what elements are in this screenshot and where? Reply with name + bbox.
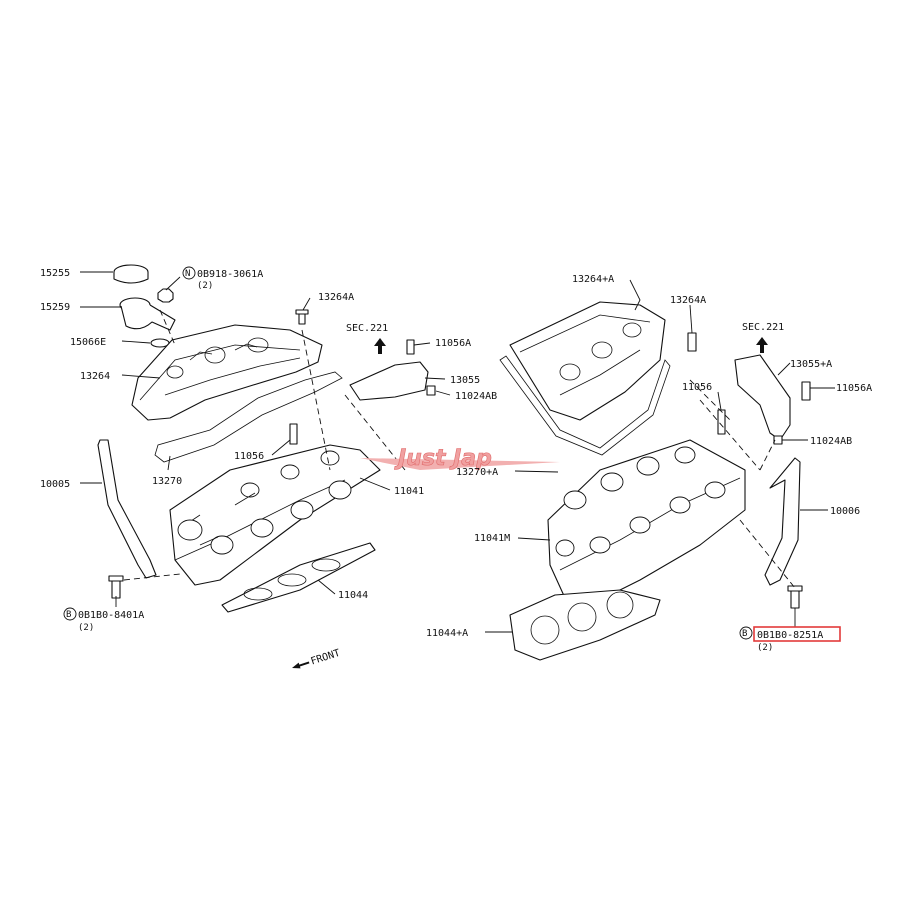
- nut-icon: [157, 288, 174, 303]
- label-11044a: 11044+A: [426, 628, 468, 639]
- label-11041: 11041: [394, 486, 424, 497]
- chain-guide-right-icon: [764, 457, 801, 586]
- watermark-logo: Just Jap: [360, 446, 560, 471]
- label-15066e: 15066E: [70, 337, 106, 348]
- rocker-cover-left-icon: [131, 324, 323, 421]
- label-11056a-left: 11056A: [435, 338, 471, 349]
- cylinder-head-left-icon: [169, 444, 381, 586]
- bolt-icon: [717, 409, 726, 435]
- label-15259: 15259: [40, 302, 70, 313]
- rocker-cover-gasket-icon: [154, 371, 343, 463]
- bolt-right-icon: [787, 585, 803, 609]
- badge-n: N: [185, 269, 190, 279]
- bolt-icon: [295, 309, 309, 325]
- label-11056a-right: 11056A: [836, 383, 872, 394]
- leader-lines: [80, 271, 835, 633]
- bolt-icon: [687, 332, 697, 352]
- label-11041m: 11041M: [474, 533, 510, 544]
- coil-cover-right-icon: [734, 354, 791, 441]
- rocker-cover-gasket-right-icon: [499, 355, 671, 456]
- cylinder-head-right-icon: [547, 439, 746, 601]
- right-bank-assembly: [499, 301, 811, 661]
- label-11056-right: 11056: [682, 382, 712, 393]
- bushing-icon: [773, 435, 783, 445]
- label-13264a-plus: 13264+A: [572, 274, 614, 285]
- head-gasket-right-icon: [509, 589, 661, 661]
- label-13264a-left: 13264A: [318, 292, 354, 303]
- bushing-icon: [426, 385, 436, 396]
- label-sec221-right: SEC.221: [742, 322, 784, 333]
- head-gasket-left-icon: [221, 542, 376, 613]
- label-13055a: 13055+A: [790, 359, 832, 370]
- label-13264: 13264: [80, 371, 110, 382]
- rocker-cover-right-icon: [509, 301, 666, 421]
- highlight-box: [753, 626, 841, 642]
- chain-guide-left-icon: [97, 439, 157, 579]
- bolt-icon: [406, 339, 415, 355]
- coil-cover-left-icon: [349, 361, 429, 401]
- left-bank-assembly: [97, 264, 436, 613]
- label-13270a: 13270+A: [456, 467, 498, 478]
- qty-0b918: (2): [197, 281, 213, 291]
- label-11024ab-left: 11024AB: [455, 391, 497, 402]
- badge-b-left: B: [66, 610, 71, 620]
- front-arrow-icon: [292, 661, 310, 669]
- label-0b1b0-8251a: 0B1B0-8251A: [757, 630, 823, 641]
- qty-0b1b0-8401a: (2): [78, 623, 94, 633]
- label-15255: 15255: [40, 268, 70, 279]
- label-sec221-left: SEC.221: [346, 323, 388, 334]
- bolt-icon: [801, 381, 811, 401]
- label-13270: 13270: [152, 476, 182, 487]
- label-13264a-right: 13264A: [670, 295, 706, 306]
- bolt-left-icon: [108, 575, 124, 599]
- label-0b1b0-8401a: 0B1B0-8401A: [78, 610, 144, 621]
- qty-0b1b0-8251a: (2): [757, 643, 773, 653]
- label-13055: 13055: [450, 375, 480, 386]
- label-10005: 10005: [40, 479, 70, 490]
- oil-filler-cap-icon: [113, 264, 149, 284]
- label-11024ab-right: 11024AB: [810, 436, 852, 447]
- label-0b918-3061a: 0B918-3061A: [197, 269, 263, 280]
- watermark-text: Just Jap: [394, 446, 492, 471]
- bolt-icon: [289, 423, 298, 445]
- label-11056-left: 11056: [234, 451, 264, 462]
- arrow-up-icon: [374, 338, 386, 354]
- label-11044: 11044: [338, 590, 368, 601]
- label-front: FRONT: [309, 648, 341, 668]
- arrow-up-icon: [756, 337, 768, 353]
- badge-b-right: B: [742, 629, 747, 639]
- filler-neck-icon: [119, 297, 176, 331]
- label-10006: 10006: [830, 506, 860, 517]
